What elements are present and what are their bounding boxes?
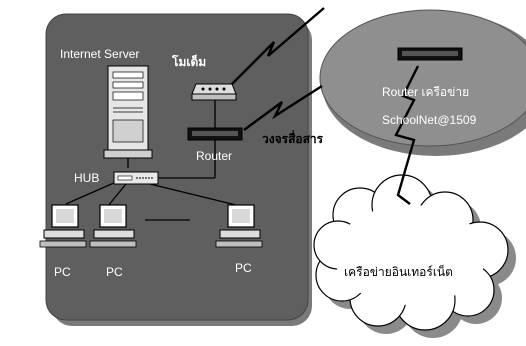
schoolnet-label: SchoolNet@1509 bbox=[382, 113, 477, 127]
comm-line-label: วงจรสื่อสาร bbox=[262, 130, 324, 146]
cloud-icon bbox=[313, 174, 516, 338]
hub-label: HUB bbox=[74, 171, 99, 185]
router-icon bbox=[187, 127, 243, 141]
pc-icon bbox=[89, 204, 137, 248]
modem-icon bbox=[191, 83, 237, 101]
internet-server-label: Internet Server bbox=[60, 47, 139, 61]
router-icon bbox=[397, 47, 463, 61]
lan-cables bbox=[65, 94, 237, 221]
pc-label: PC bbox=[54, 265, 71, 279]
lightning-link-icon bbox=[231, 7, 325, 85]
modem-label: โมเด็ม bbox=[171, 54, 206, 69]
network-router-label: Router เครือข่าย bbox=[382, 85, 469, 99]
lightning-link-icon bbox=[243, 84, 323, 131]
pc-label: PC bbox=[106, 265, 123, 279]
pc-label: PC bbox=[235, 261, 252, 275]
pc-icon bbox=[39, 204, 87, 248]
router-label: Router bbox=[196, 149, 232, 163]
pc-icon bbox=[215, 204, 263, 248]
hub-icon bbox=[113, 171, 159, 185]
server-icon bbox=[103, 65, 153, 159]
lightning-link-icon bbox=[394, 65, 420, 205]
schoolnet-ellipse bbox=[319, 9, 526, 147]
internet-cloud-label: เครือข่ายอินเทอร์เน็ต bbox=[344, 264, 453, 279]
